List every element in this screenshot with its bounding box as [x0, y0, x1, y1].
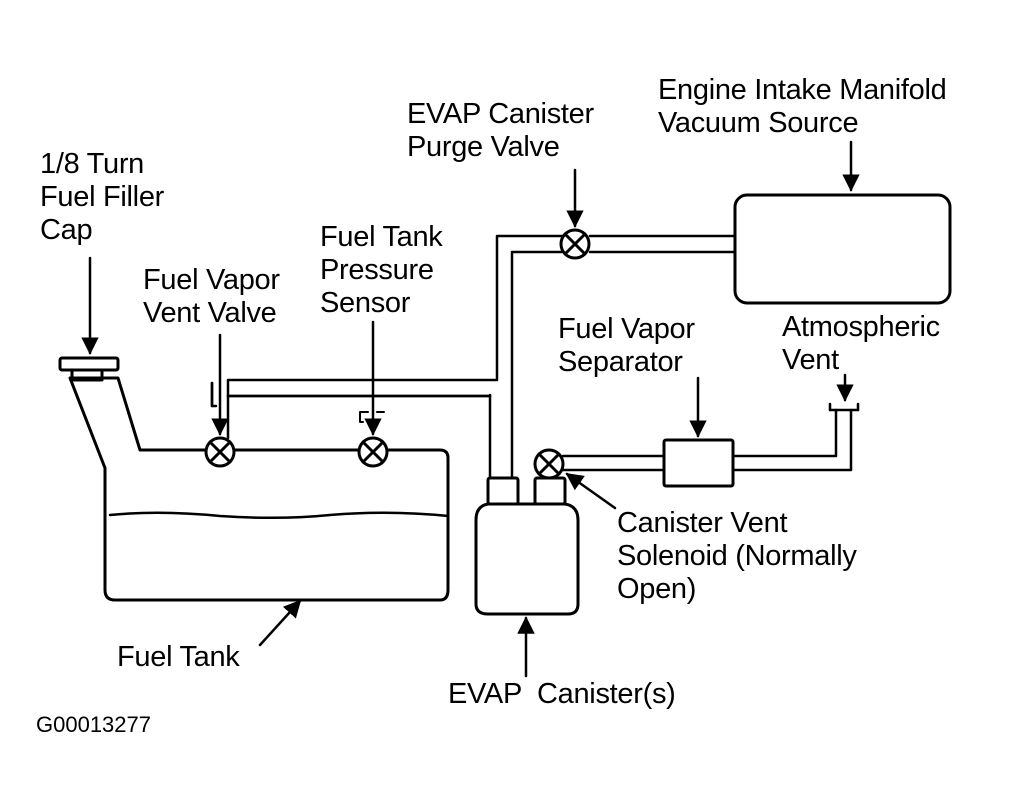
label-vapor-separator: Fuel Vapor Separator	[558, 313, 695, 378]
vent-line	[561, 402, 860, 472]
fuel-vapor-vent-valve	[204, 436, 236, 468]
label-pressure-sensor: Fuel Tank Pressure Sensor	[320, 221, 443, 319]
figure-code: G00013277	[36, 712, 151, 737]
label-vacuum-source: Engine Intake Manifold Vacuum Source	[658, 74, 947, 139]
fuel-vapor-separator	[662, 438, 735, 488]
label-vent-valve: Fuel Vapor Vent Valve	[143, 264, 280, 329]
label-purge-valve: EVAP Canister Purge Valve	[407, 98, 594, 163]
label-filler-cap: 1/8 Turn Fuel Filler Cap	[40, 148, 164, 246]
label-atmospheric-vent: Atmospheric Vent	[782, 311, 940, 376]
label-canister-vent-solenoid: Canister Vent Solenoid (Normally Open)	[617, 507, 857, 605]
vapor-line	[210, 234, 737, 480]
evap-canister	[474, 476, 580, 616]
canister-vent-solenoid	[533, 448, 565, 480]
evap-canister-purge-valve	[559, 228, 591, 260]
callout-arrows	[81, 140, 860, 678]
label-evap-canister: EVAP Canister(s)	[448, 678, 676, 710]
fuel-filler-cap	[58, 356, 120, 382]
label-fuel-tank: Fuel Tank	[117, 641, 240, 673]
intake-manifold-box	[733, 193, 952, 305]
fuel-tank-pressure-sensor	[357, 411, 389, 468]
fuel-tank	[68, 376, 450, 602]
